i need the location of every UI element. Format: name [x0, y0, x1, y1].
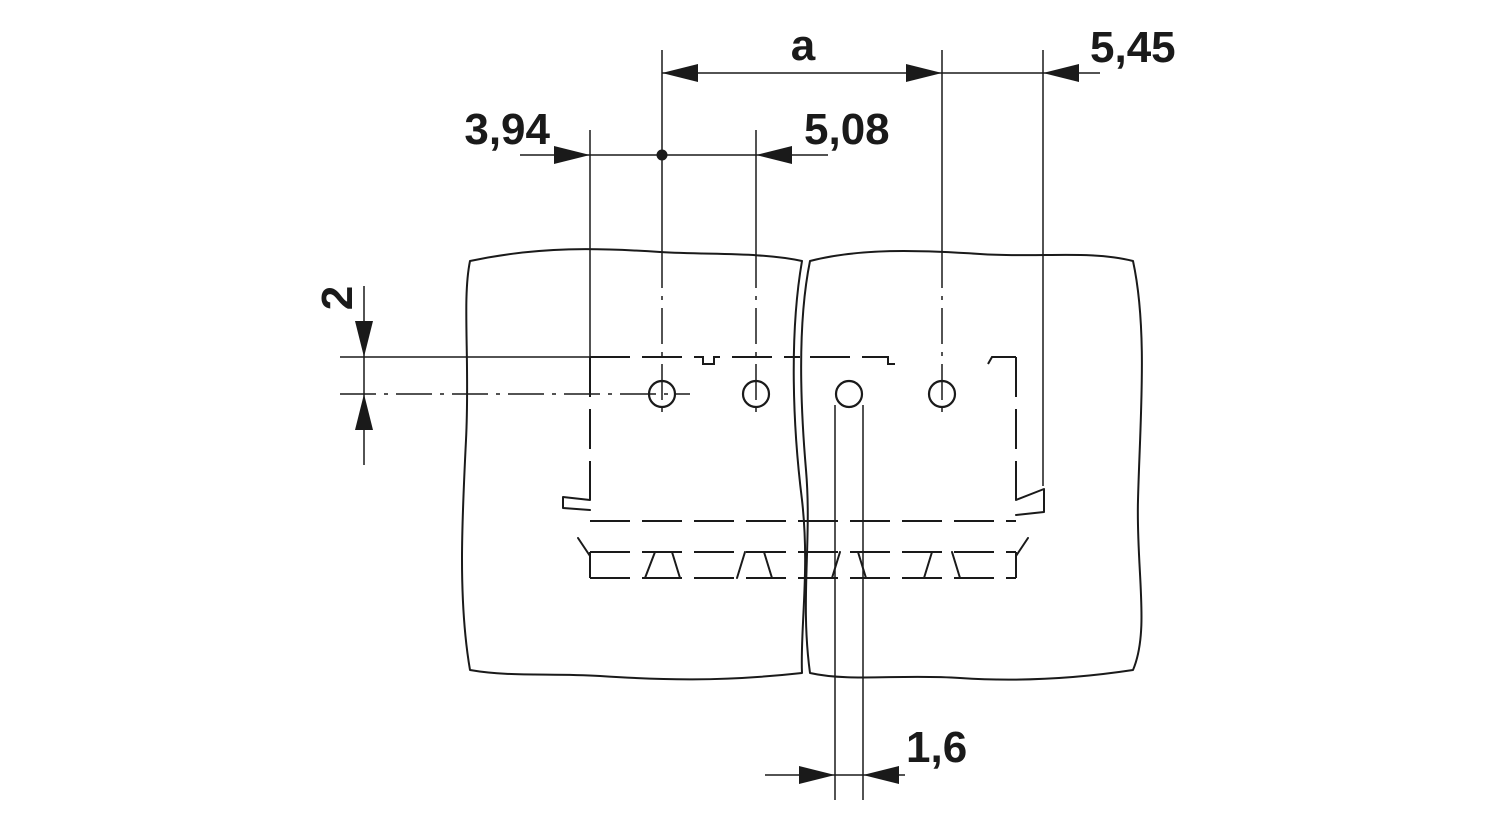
dimension-3-94-label: 3,94 — [464, 105, 550, 154]
connector-outline — [589, 356, 1017, 579]
dimension-1-6: 1,6 — [765, 723, 967, 784]
dimension-2: 2 — [313, 286, 373, 465]
pin-hole-3 — [834, 379, 864, 409]
dimension-a: a — [662, 21, 942, 82]
dimension-1-6-label: 1,6 — [906, 723, 967, 772]
extension-lines — [340, 50, 1044, 800]
pcb-board-left — [461, 248, 807, 681]
latch-details — [562, 488, 1045, 579]
dimension-a-label: a — [791, 21, 816, 70]
dimension-5-45-label: 5,45 — [1090, 23, 1176, 72]
dimension-3-94-5-08: 3,94 5,08 — [464, 105, 890, 164]
centerlines — [340, 252, 943, 420]
pcb-board-right — [800, 249, 1143, 681]
dimension-5-08-label: 5,08 — [804, 105, 890, 154]
dimension-5-45: 5,45 — [942, 23, 1176, 82]
dimension-2-label: 2 — [313, 286, 362, 310]
